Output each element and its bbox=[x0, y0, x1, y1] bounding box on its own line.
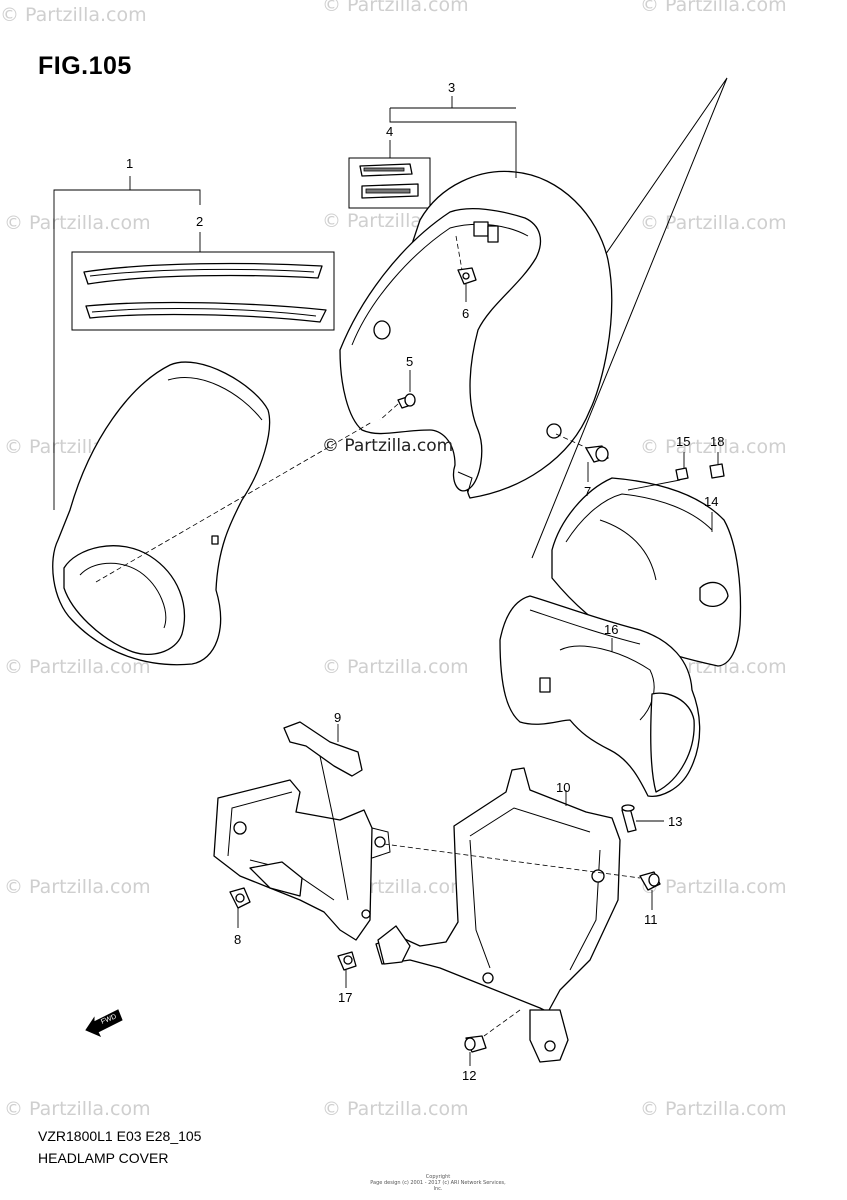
small-stripe-set bbox=[348, 157, 431, 209]
headlamp-housing bbox=[339, 170, 613, 499]
screw-7 bbox=[585, 445, 609, 482]
nut-8 bbox=[229, 887, 251, 928]
callout-14: 14 bbox=[704, 494, 719, 509]
callout-3: 3 bbox=[448, 80, 456, 95]
watermark-center: © Partzilla.com bbox=[322, 436, 454, 456]
screw-5 bbox=[379, 370, 416, 421]
callout-13: 13 bbox=[668, 814, 683, 829]
callout-18: 18 bbox=[710, 434, 725, 449]
watermark: © Partzilla.com bbox=[4, 876, 151, 898]
callout-5: 5 bbox=[406, 354, 414, 369]
watermark: © Partzilla.com bbox=[0, 4, 147, 26]
watermark: © Partzilla.com bbox=[4, 1098, 151, 1120]
nut-6 bbox=[457, 267, 477, 302]
watermark: © Partzilla.com bbox=[640, 436, 787, 458]
callout-2: 2 bbox=[196, 214, 204, 229]
bracket-9 bbox=[213, 721, 391, 941]
footer-model: VZR1800L1 E03 E28_105 bbox=[38, 1128, 202, 1144]
bracket-10 bbox=[375, 767, 621, 1063]
callout-6: 6 bbox=[462, 306, 470, 321]
callout-12: 12 bbox=[462, 1068, 477, 1083]
watermark: © Partzilla.com bbox=[640, 212, 787, 234]
watermark: © Partzilla.com bbox=[640, 0, 787, 16]
watermark: © Partzilla.com bbox=[4, 656, 151, 678]
watermark: © Partzilla.com bbox=[322, 1098, 469, 1120]
stud-13 bbox=[621, 804, 664, 833]
copyright: Copyright Page design (c) 2001 - 2017 (c… bbox=[370, 1174, 506, 1192]
nut-18 bbox=[709, 452, 725, 479]
watermark: © Partzilla.com bbox=[4, 212, 151, 234]
callout-4: 4 bbox=[386, 124, 394, 139]
lower-panel bbox=[499, 595, 701, 797]
watermark: © Partzilla.com bbox=[640, 1098, 787, 1120]
grommet-15 bbox=[675, 452, 689, 481]
watermark: © Partzilla.com bbox=[322, 656, 469, 678]
emblem-set bbox=[71, 251, 335, 331]
figure-title: FIG.105 bbox=[38, 52, 132, 80]
callout-17: 17 bbox=[338, 990, 353, 1005]
headlamp-cover-shell bbox=[52, 361, 271, 666]
callout-bracket-1 bbox=[53, 189, 201, 510]
bolt-12 bbox=[464, 1035, 487, 1066]
callout-7: 7 bbox=[584, 484, 592, 499]
callout-1: 1 bbox=[126, 156, 134, 171]
callout-bracket-3 bbox=[389, 108, 517, 178]
callout-15: 15 bbox=[676, 434, 691, 449]
footer-section: HEADLAMP COVER bbox=[38, 1150, 169, 1166]
forward-arrow-icon: FWD bbox=[85, 1009, 123, 1037]
watermark: © Partzilla.com bbox=[640, 876, 787, 898]
watermark: © Partzilla.com bbox=[322, 0, 469, 16]
callout-11: 11 bbox=[644, 912, 658, 927]
bolt-11 bbox=[639, 871, 661, 910]
callout-16: 16 bbox=[604, 622, 619, 637]
callout-9: 9 bbox=[334, 710, 342, 725]
nut-17 bbox=[337, 951, 357, 988]
callout-8: 8 bbox=[234, 932, 242, 947]
callout-10: 10 bbox=[556, 780, 571, 795]
